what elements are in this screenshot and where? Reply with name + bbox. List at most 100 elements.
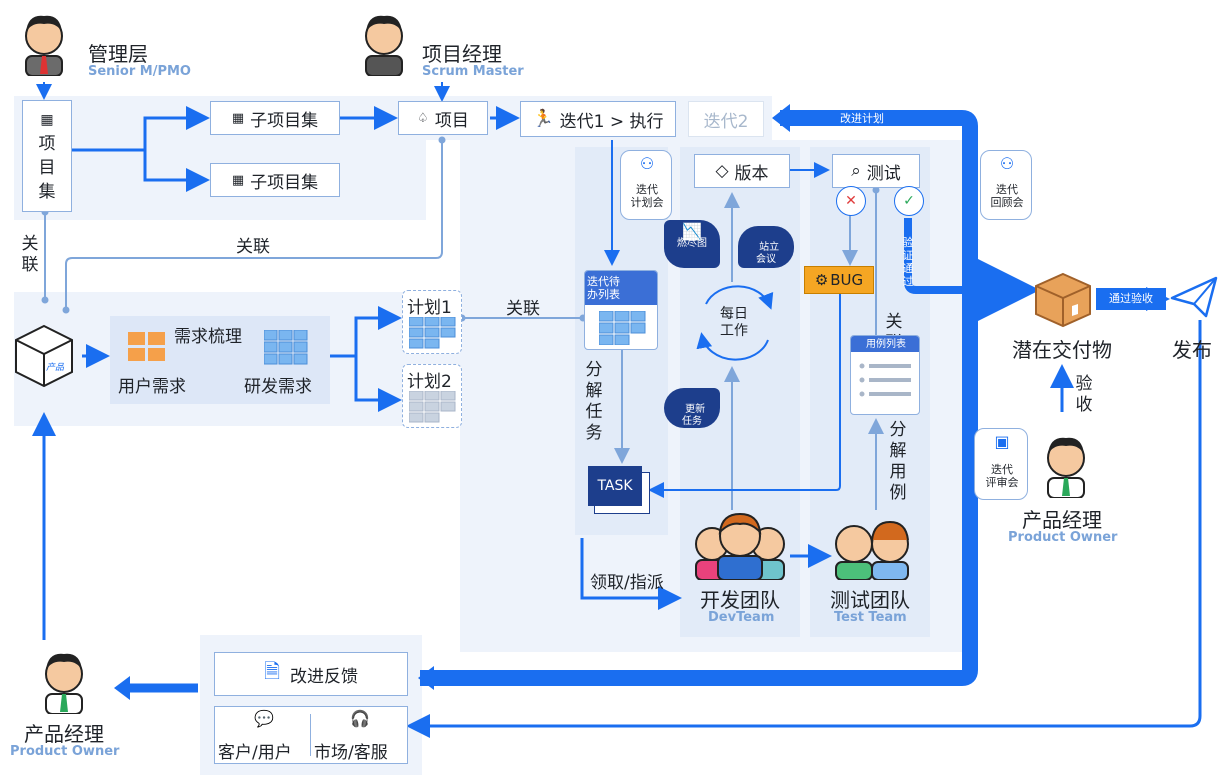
review-label: 迭代 评审会 [985, 463, 1019, 489]
review-card: ▣ 迭代 评审会 [974, 428, 1028, 500]
user-req-icon [128, 332, 166, 362]
subproject-1-label: 子项目集 [250, 110, 319, 131]
task-label: TASK [588, 466, 642, 506]
dev-team-name: 开发团队 [700, 588, 780, 612]
customer-label: 客户/用户 [218, 743, 292, 763]
bug-box[interactable]: ⚙BUG [804, 266, 874, 294]
claim-label: 领取/指派 [590, 573, 664, 593]
case-list-label: 用例列表 [866, 339, 906, 350]
improve-plan-label: 改进计划 [840, 112, 884, 125]
bell-icon: ♤ [417, 110, 429, 126]
release-label: 发布 [1172, 338, 1212, 362]
product-owner-right-avatar [1038, 432, 1094, 499]
product-owner-right-name: 产品经理 [1022, 508, 1102, 532]
management-avatar [16, 10, 72, 77]
user-req-label: 用户需求 [118, 377, 186, 397]
project-label: 项目 [434, 110, 469, 131]
decompose-tasks-label: 分 解 任 务 [585, 360, 603, 443]
test-label: 测试 [866, 163, 901, 184]
update-task-label: 更新 任务 [682, 404, 706, 427]
accept-label: 验 收 [1075, 374, 1093, 415]
case-list-header [851, 336, 919, 352]
runner-icon: 🏃 [532, 109, 554, 129]
plan-2-card[interactable]: 计划2 [402, 364, 462, 428]
grid-icon: ▦ [231, 110, 245, 126]
headset-icon: 🎧 [350, 709, 370, 728]
improve-feedback-label: 改进反馈 [290, 666, 359, 687]
burndown-label: 燃尽图 [677, 238, 707, 249]
backlog-label: 迭代待 办列表 [587, 275, 620, 301]
plan-2-label: 计划2 [407, 372, 452, 392]
market-label: 市场/客服 [314, 743, 388, 763]
product-owner-left-en: Product Owner [10, 744, 120, 759]
plan-1-label: 计划1 [407, 298, 452, 318]
retro-card: ⚇ 迭代 回顾会 [980, 150, 1032, 220]
backlog-card[interactable]: 迭代待 办列表 [584, 270, 658, 350]
management-en: Senior M/PMO [88, 64, 191, 79]
subproject-2-label: 子项目集 [250, 172, 319, 193]
scrum-master-name: 项目经理 [422, 42, 502, 66]
iteration-1-box[interactable]: 🏃迭代1 > 执行 [520, 101, 676, 137]
decompose-cases-label: 分 解 用 例 [889, 420, 907, 503]
team-icon: ⚇ [639, 154, 655, 173]
management-name: 管理层 [88, 42, 148, 66]
relation-left-label: 关 联 [21, 234, 39, 275]
product-owner-right-en: Product Owner [1008, 530, 1118, 545]
search-icon: ⌕ [851, 161, 861, 181]
deliverable-label: 潜在交付物 [1012, 338, 1112, 362]
subproject-2-box[interactable]: ▦ 子项目集 [210, 163, 340, 197]
iteration-1-label: 迭代1 > 执行 [559, 111, 664, 132]
program-label: 项 目 集 [38, 134, 56, 202]
retro-label: 迭代 回顾会 [990, 183, 1024, 209]
product-owner-left-name: 产品经理 [24, 722, 104, 746]
accept-pass-bg [1096, 288, 1166, 310]
verify-pass-label: 验 证 通 过 [902, 236, 914, 288]
program-box[interactable]: ▦ 项 目 集 [22, 100, 72, 212]
presentation-icon: ▣ [994, 432, 1010, 451]
dev-req-icon [263, 329, 308, 366]
accept-pass-label: 通过验收 [1109, 292, 1153, 305]
grid-icon: ▦ [231, 172, 245, 188]
improve-feedback-box[interactable]: 🗎 改进反馈 [214, 652, 408, 696]
standup-bubble: 站立 会议 [738, 226, 794, 268]
case-list-card[interactable]: 用例列表 [850, 335, 920, 415]
scrum-master-avatar [356, 10, 412, 77]
plan-meeting-label: 迭代 计划会 [630, 183, 664, 209]
dev-req-label: 研发需求 [244, 377, 312, 397]
dev-team-avatar [692, 508, 788, 581]
iteration-2-box[interactable]: 迭代2 [688, 101, 764, 137]
test-box[interactable]: ⌕测试 [832, 154, 920, 188]
dev-team-en: DevTeam [708, 610, 775, 625]
relation-top-label: 关联 [236, 237, 270, 257]
document-icon: 🗎 [263, 659, 281, 683]
layers-icon: ◇ [715, 161, 729, 181]
chart-icon: 📉 [682, 222, 702, 241]
source-box [214, 706, 408, 764]
team-icon: ⚇ [999, 154, 1015, 173]
burndown-bubble: 📉 燃尽图 [664, 220, 720, 268]
task-box[interactable]: TASK [588, 466, 650, 514]
bug-label: BUG [830, 271, 864, 289]
backlog-header [585, 271, 657, 305]
grid-icon: ▦ [40, 112, 54, 128]
scrum-master-en: Scrum Master [422, 64, 524, 79]
version-label: 版本 [734, 163, 769, 184]
plan-meeting-card: ⚇ 迭代 计划会 [620, 150, 672, 220]
test-team-en: Test Team [834, 610, 907, 625]
test-team-name: 测试团队 [830, 588, 910, 612]
daily-work-label: 每日 工作 [720, 306, 748, 339]
version-box[interactable]: ◇版本 [694, 154, 790, 188]
subproject-1-box[interactable]: ▦ 子项目集 [210, 101, 340, 135]
iteration-2-label: 迭代2 [703, 111, 749, 132]
relation-middle-label: 关联 [506, 299, 540, 319]
product-owner-left-avatar [36, 648, 92, 715]
plan-1-card[interactable]: 计划1 [402, 290, 462, 354]
paper-plane-icon [1170, 276, 1218, 320]
update-task-bubble: 更新 任务 [664, 388, 720, 428]
standup-label: 站立 会议 [756, 242, 780, 265]
project-box[interactable]: ♤ 项目 [398, 101, 488, 135]
product-label: 产品 [46, 363, 65, 373]
pass-icon: ✓ [894, 186, 924, 216]
sort-label: 需求梳理 [174, 327, 242, 347]
deliverable-box-icon [1032, 270, 1094, 328]
